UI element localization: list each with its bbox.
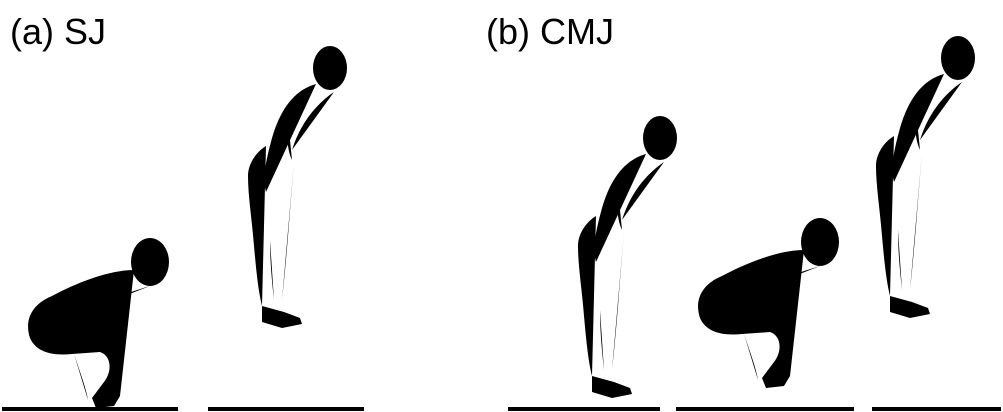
cmj-standing-figure [578,116,677,398]
cmj-countermovement-figure [698,218,839,388]
cmj-flight-figure [876,36,975,318]
sj-flight-figure [248,46,347,328]
sj-squat-figure [28,238,169,408]
